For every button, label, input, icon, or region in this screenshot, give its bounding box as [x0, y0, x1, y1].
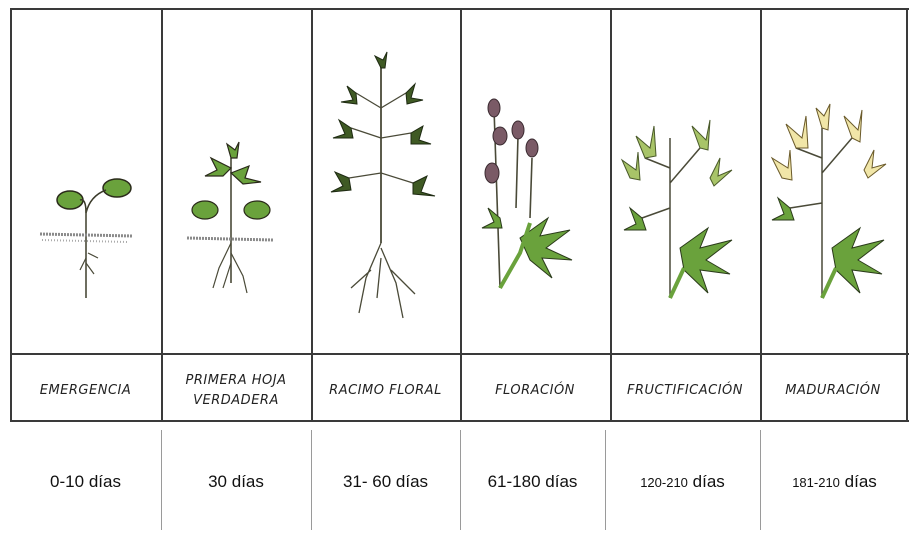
- stage-primera-hoja: PRIMERA HOJA VERDADERA: [161, 8, 311, 428]
- flowering-illustration: [460, 8, 610, 353]
- stage-label: MADURACIÓN: [760, 353, 906, 428]
- stage-label: FLORACIÓN: [460, 353, 610, 428]
- stage-label: PRIMERA HOJA VERDADERA: [161, 353, 311, 428]
- duration-racimo-floral: 31- 60 días: [311, 430, 460, 534]
- durations-row: 0-10 días 30 días 31- 60 días 61-180 día…: [10, 430, 909, 534]
- maturation-illustration: [760, 8, 906, 353]
- stage-label: FRUCTIFICACIÓN: [610, 353, 760, 428]
- duration-emergencia: 0-10 días: [10, 430, 161, 534]
- stage-fructificacion: FRUCTIFICACIÓN: [610, 8, 760, 428]
- duration-fructificacion: 120-210 días: [605, 430, 760, 534]
- flower-cluster-illustration: [311, 8, 460, 353]
- duration-floracion: 61-180 días: [460, 430, 605, 534]
- stage-label: RACIMO FLORAL: [311, 353, 460, 428]
- first-leaf-illustration: [161, 8, 311, 353]
- stage-emergencia: EMERGENCIA: [10, 8, 161, 428]
- fruiting-illustration: [610, 8, 760, 353]
- duration-primera-hoja: 30 días: [161, 430, 311, 534]
- stage-racimo-floral: RACIMO FLORAL: [311, 8, 460, 428]
- stage-label: EMERGENCIA: [10, 353, 161, 428]
- stage-floracion: FLORACIÓN: [460, 8, 610, 428]
- stages-panel: EMERGENCIA PRIMERA HOJA VERDADERA: [10, 8, 909, 428]
- seedling-illustration: [10, 8, 161, 353]
- stage-maduracion: MADURACIÓN: [760, 8, 906, 428]
- duration-maduracion: 181-210 días: [760, 430, 909, 534]
